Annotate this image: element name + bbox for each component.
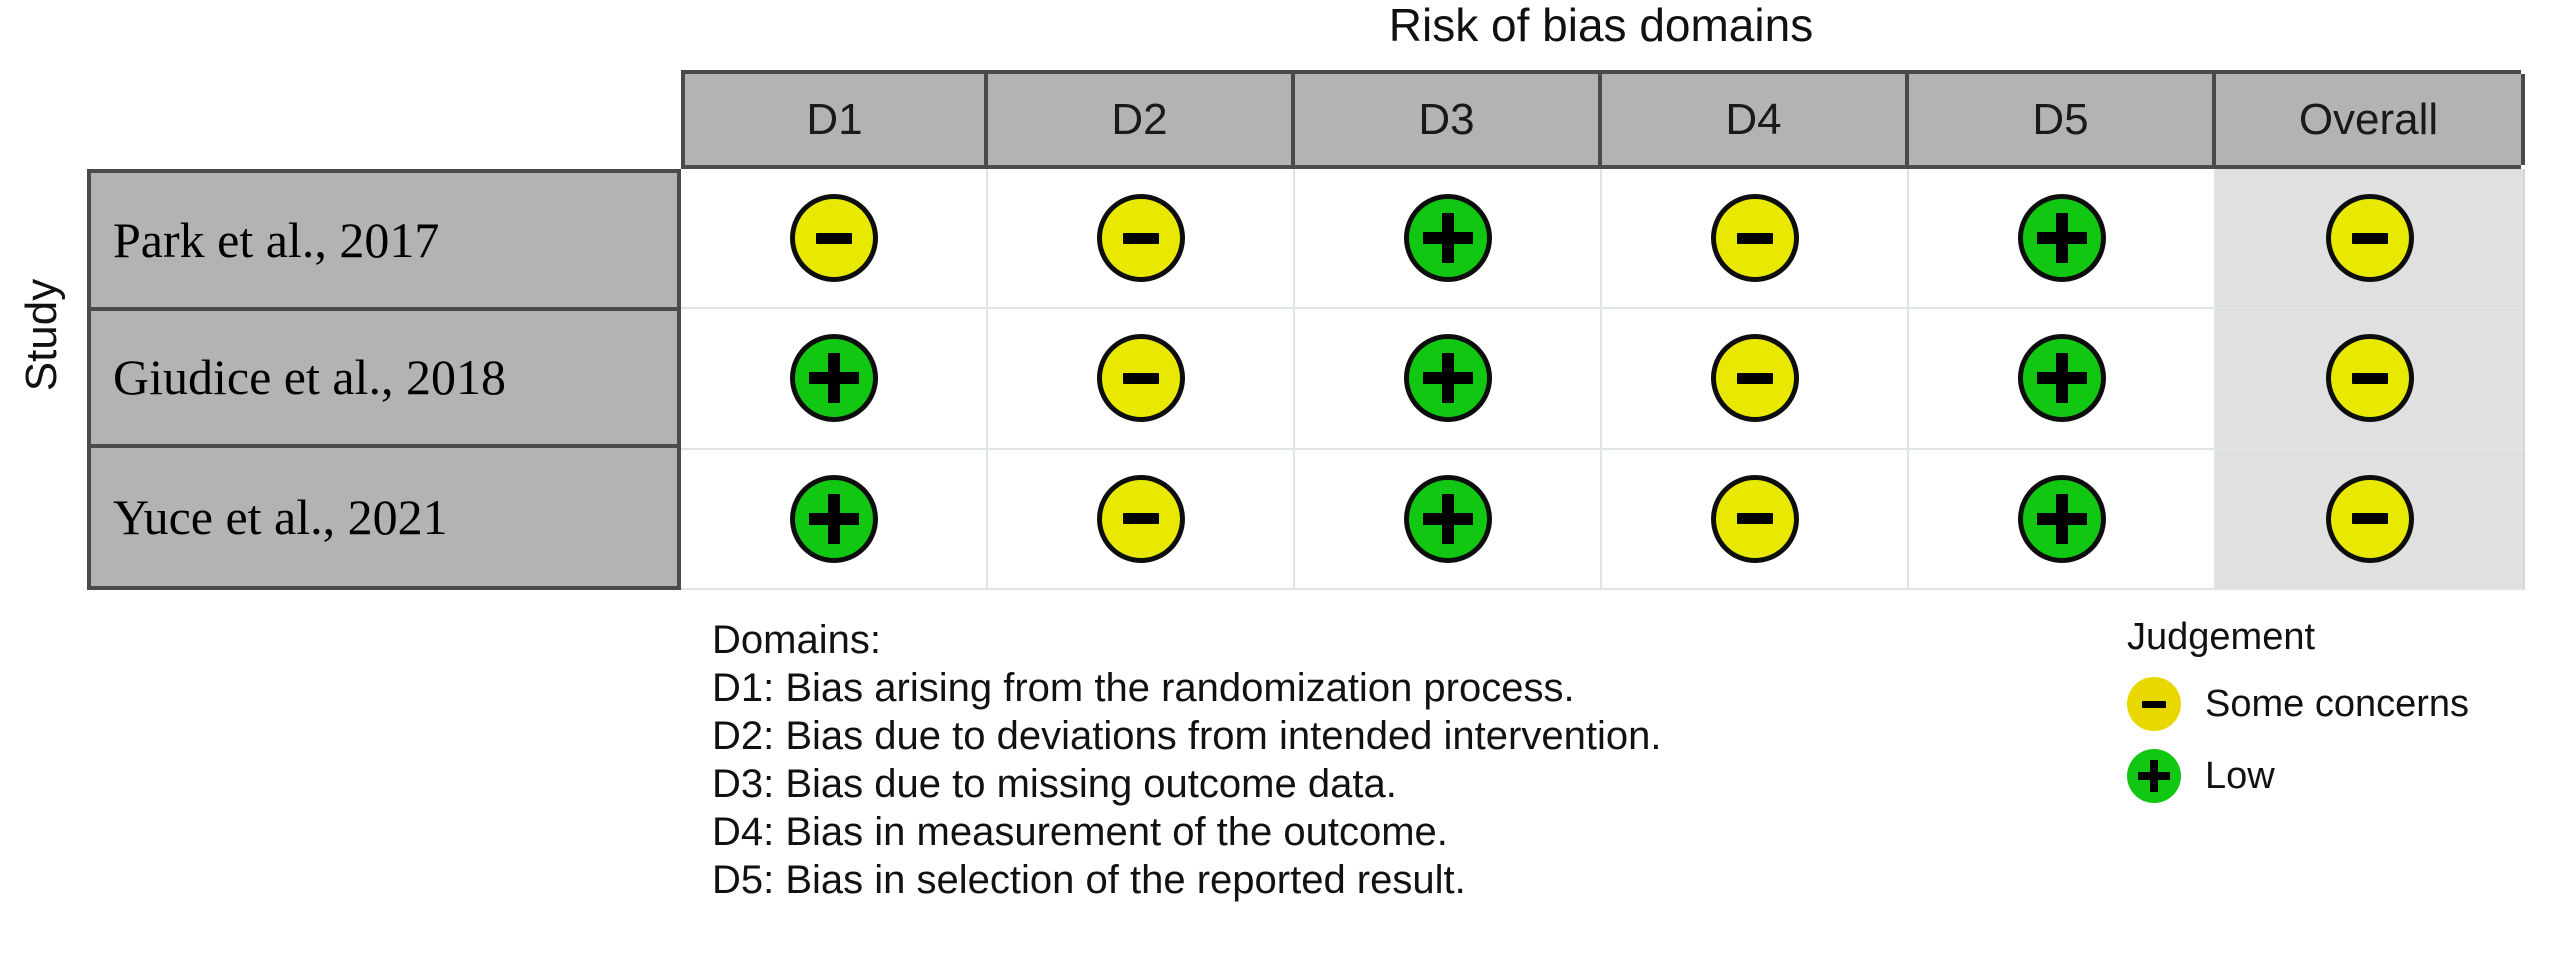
plus-icon (2036, 213, 2087, 264)
judgement-low-icon[interactable] (2017, 474, 2106, 563)
column-header-label: Overall (2298, 94, 2439, 144)
judgement-low-icon[interactable] (1403, 334, 1492, 423)
judgement-some-concerns-icon[interactable] (1096, 474, 1185, 563)
column-header-label: D5 (2032, 94, 2089, 144)
legend-item[interactable]: Some concerns (2115, 673, 2545, 735)
judgement-cell-d5[interactable] (1909, 309, 2216, 450)
minus-icon (2351, 372, 2388, 384)
domain-header-row: D1 D2 D3 D4 D5 Overall (681, 70, 2525, 169)
judgement-grid (681, 169, 2525, 590)
study-label-text: Yuce et al., 2021 (113, 489, 448, 546)
column-header-overall[interactable]: Overall (2216, 74, 2525, 165)
judgement-cell-d3[interactable] (1295, 169, 1602, 310)
table-row (681, 309, 2525, 450)
minus-icon (2142, 700, 2166, 708)
column-header-d4[interactable]: D4 (1602, 74, 1909, 165)
column-header-label: D3 (1418, 94, 1475, 144)
minus-icon (2351, 232, 2388, 244)
judgement-cell-d2[interactable] (988, 449, 1295, 590)
domains-footnote: Domains:D1: Bias arising from the random… (712, 616, 1661, 904)
judgement-low-icon[interactable] (2017, 334, 2106, 423)
table-row (681, 449, 2525, 590)
column-header-d1[interactable]: D1 (681, 74, 988, 165)
domains-heading: Domains: (712, 618, 881, 662)
judgement-cell-d4[interactable] (1602, 309, 1909, 450)
domain-description: D1: Bias arising from the randomization … (712, 666, 1575, 710)
legend-low-icon (2127, 749, 2181, 803)
judgement-cell-d2[interactable] (988, 309, 1295, 450)
minus-icon (1122, 513, 1159, 525)
minus-icon (1736, 513, 1773, 525)
minus-icon (1122, 232, 1159, 244)
minus-icon (1122, 372, 1159, 384)
plus-icon (1422, 213, 1473, 264)
judgement-cell-overall[interactable] (2216, 169, 2525, 310)
judgement-some-concerns-icon[interactable] (1096, 334, 1185, 423)
judgement-some-concerns-icon[interactable] (789, 194, 878, 283)
minus-icon (1736, 372, 1773, 384)
column-header-label: D2 (1111, 94, 1168, 144)
judgement-cell-overall[interactable] (2216, 449, 2525, 590)
judgement-cell-d1[interactable] (681, 169, 988, 310)
domain-description: D5: Bias in selection of the reported re… (712, 858, 1466, 902)
judgement-cell-d5[interactable] (1909, 449, 2216, 590)
legend-item-label: Some concerns (2205, 682, 2470, 725)
domain-description: D4: Bias in measurement of the outcome. (712, 810, 1448, 854)
judgement-cell-d4[interactable] (1602, 449, 1909, 590)
plus-icon (808, 353, 859, 404)
column-header-d2[interactable]: D2 (988, 74, 1295, 165)
plus-icon (1422, 493, 1473, 544)
study-row-label[interactable]: Giudice et al., 2018 (91, 311, 677, 449)
judgement-cell-d1[interactable] (681, 309, 988, 450)
judgement-some-concerns-icon[interactable] (2325, 194, 2414, 283)
plus-icon (2138, 760, 2170, 792)
judgement-some-concerns-icon[interactable] (2325, 334, 2414, 423)
column-header-label: D4 (1725, 94, 1782, 144)
study-label-text: Park et al., 2017 (113, 211, 440, 268)
judgement-cell-d3[interactable] (1295, 449, 1602, 590)
judgement-cell-d2[interactable] (988, 169, 1295, 310)
plus-icon (2036, 353, 2087, 404)
study-label-text: Giudice et al., 2018 (113, 349, 506, 406)
judgement-some-concerns-icon[interactable] (1710, 194, 1799, 283)
judgement-cell-d1[interactable] (681, 449, 988, 590)
column-header-d3[interactable]: D3 (1295, 74, 1602, 165)
judgement-cell-d3[interactable] (1295, 309, 1602, 450)
legend-item[interactable]: Low (2115, 745, 2545, 807)
study-row-label[interactable]: Yuce et al., 2021 (91, 448, 677, 586)
judgement-some-concerns-icon[interactable] (1710, 334, 1799, 423)
judgement-low-icon[interactable] (1403, 474, 1492, 563)
domain-description: D3: Bias due to missing outcome data. (712, 762, 1397, 806)
plus-icon (808, 493, 859, 544)
judgement-low-icon[interactable] (1403, 194, 1492, 283)
minus-icon (815, 232, 852, 244)
legend-item-label: Low (2205, 754, 2275, 797)
study-row-label[interactable]: Park et al., 2017 (91, 173, 677, 311)
column-header-label: D1 (806, 94, 863, 144)
legend-title: Judgement (2127, 616, 2316, 658)
judgement-low-icon[interactable] (789, 474, 878, 563)
judgement-low-icon[interactable] (2017, 194, 2106, 283)
judgement-some-concerns-icon[interactable] (1096, 194, 1185, 283)
y-axis-label: Study (17, 278, 66, 392)
judgement-some-concerns-icon[interactable] (1710, 474, 1799, 563)
plus-icon (1422, 353, 1473, 404)
judgement-cell-d5[interactable] (1909, 169, 2216, 310)
judgement-cell-d4[interactable] (1602, 169, 1909, 310)
judgement-low-icon[interactable] (789, 334, 878, 423)
minus-icon (2351, 513, 2388, 525)
judgement-cell-overall[interactable] (2216, 309, 2525, 450)
domain-description: D2: Bias due to deviations from intended… (712, 714, 1662, 758)
column-header-d5[interactable]: D5 (1909, 74, 2216, 165)
judgement-some-concerns-icon[interactable] (2325, 474, 2414, 563)
page-title: Risk of bias domains (1388, 0, 1814, 51)
table-row (681, 169, 2525, 310)
plus-icon (2036, 493, 2087, 544)
minus-icon (1736, 232, 1773, 244)
legend-some-concerns-icon (2127, 677, 2181, 731)
